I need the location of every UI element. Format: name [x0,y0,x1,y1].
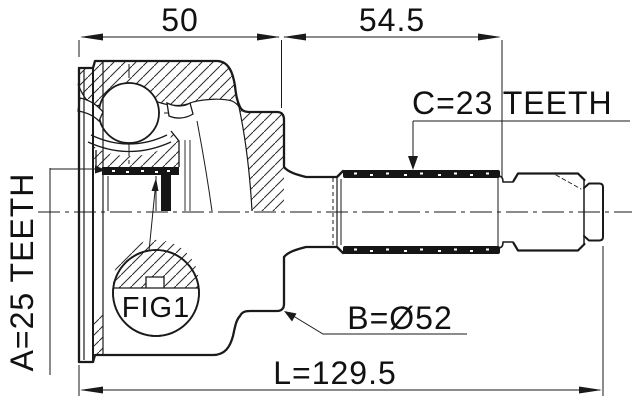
c-teeth-label: C=23 TEETH [412,85,613,121]
inner-race-section [91,130,180,167]
b-diameter-arrow [284,311,297,322]
dimension-total-length: L=129.5 [78,246,604,396]
b-diameter-callout: B=Ø52 [284,300,467,336]
c-teeth-arrow [408,156,418,170]
cage-section [77,97,194,153]
dimension-54-5-label: 54.5 [359,2,425,38]
dimension-top [78,36,503,178]
dimension-50-label: 50 [161,2,199,38]
fig1-leader-arrow [151,178,159,191]
shaft-spline-section [332,170,500,254]
a-teeth-callout: A=25 TEETH [4,165,106,375]
shaft-thread-section [498,172,604,252]
inner-race-spline-bore [102,167,179,211]
a-teeth-arrow [95,165,106,174]
dimension-top-arrows [80,33,501,41]
c-teeth-callout: C=23 TEETH [408,85,630,170]
fig1-detail-balloon: FIG1 [112,178,200,337]
a-teeth-label: A=25 TEETH [4,173,40,372]
thread-runout-line [555,174,582,190]
housing-outline [77,59,345,364]
housing-rim-lines [83,61,104,362]
shaft-tip [583,182,604,242]
l-length-label: L=129.5 [273,355,397,391]
rim-section-hatch-lower [93,313,103,362]
b-diameter-label: B=Ø52 [347,300,453,336]
housing-section-hatch [78,61,284,362]
ball-bearing [98,82,160,144]
fig1-label: FIG1 [122,292,190,324]
fig1-leader-line [148,190,156,252]
